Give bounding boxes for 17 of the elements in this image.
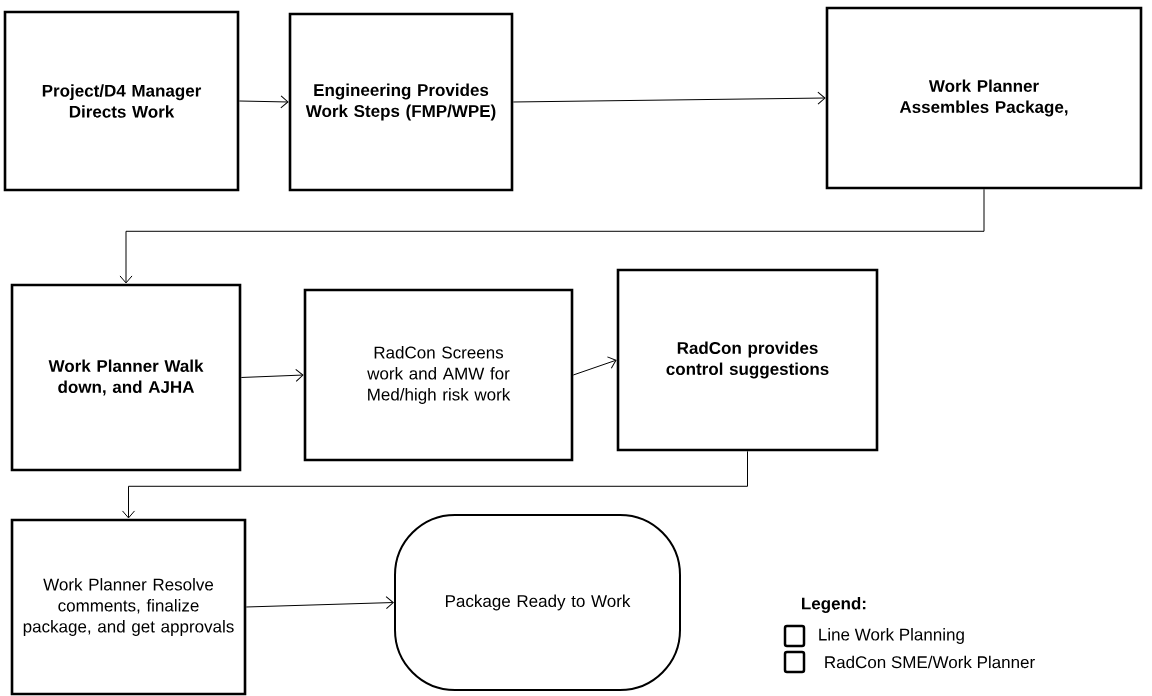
arrow [512,91,826,105]
arrow [572,356,617,376]
arrow [238,95,289,109]
arrow [119,188,985,284]
process-box: RadCon Screens work and AMW for Med/high risk work [303,288,574,462]
process-box: RadCon provides control suggestions [616,268,879,452]
arrow [245,596,394,610]
legend-text: Line Work Planning [819,628,964,644]
legend-text: RadCon SME/Work Planner [825,655,1035,669]
process-box: Work Planner Walk down, and AJHA [10,283,242,472]
process-box: Work Planner Assembles Package, [825,6,1143,190]
process-box: Work Planner Resolve comments, finalize package, and get approvals [10,518,247,696]
arrow [122,450,748,519]
process-box: Project/D4 Manager Directs Work [3,10,240,192]
arrow [240,368,304,382]
legend-title: Legend: [802,597,866,613]
process-box: Engineering Provides Work Steps (FMP/WPE) [288,12,514,192]
